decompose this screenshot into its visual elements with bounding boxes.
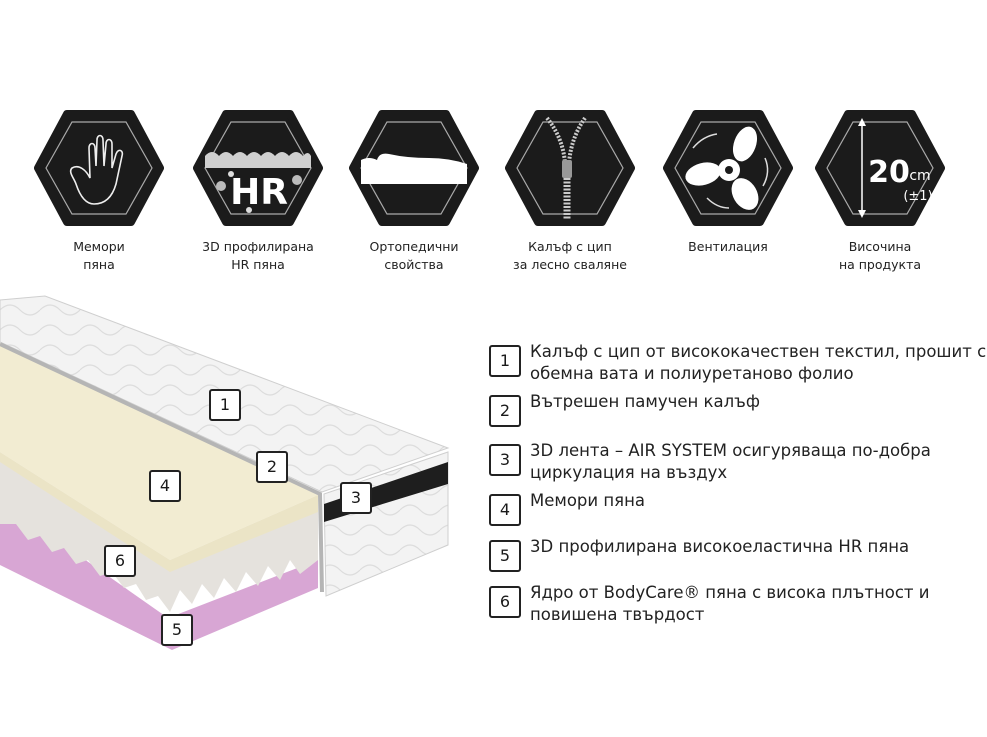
height-value: 20 <box>868 155 910 190</box>
diagram-marker-6: 6 <box>104 545 136 577</box>
legend-text-line: Мемори пяна <box>530 491 645 510</box>
hr-foam-layer <box>0 500 318 650</box>
feature-hr-foam: HR 3D профилирана HR пяна <box>183 108 333 274</box>
zipper-icon <box>505 110 635 226</box>
legend-text-line: Ядро от BodyCare® пяна с висока плътност… <box>530 583 930 602</box>
diagram-marker-5: 5 <box>161 614 193 646</box>
diagram-marker-3: 3 <box>340 482 372 514</box>
feature-label-line: на продукта <box>838 257 922 272</box>
memory-foam-top <box>0 343 318 560</box>
height-icon: 20 cm (±1) <box>815 110 945 226</box>
feature-label-line: 3D профилирана <box>202 239 314 254</box>
memory-foam-side <box>0 452 318 572</box>
legend-text-line: Вътрешен памучен калъф <box>530 392 760 411</box>
legend-text-line: 3D лента – AIR SYSTEM осигуряваща по-доб… <box>530 441 931 460</box>
height-tolerance: (±1) <box>903 189 932 204</box>
legend-number: 4 <box>489 494 521 526</box>
hr-foam-icon: HR <box>193 110 323 226</box>
body-on-mattress-icon <box>349 110 479 226</box>
hand-icon <box>34 110 164 226</box>
feature-label-line: пяна <box>83 257 115 272</box>
feature-ventilation: Вентилация <box>653 108 803 256</box>
legend-number: 6 <box>489 586 521 618</box>
legend-text-line: повишена твърдост <box>530 605 705 624</box>
height-unit: cm <box>909 168 930 184</box>
mattress-illustration <box>0 295 450 650</box>
feature-label-line: Вентилация <box>688 239 768 254</box>
legend-text-line: обемна вата и полиуретаново фолио <box>530 364 854 383</box>
core-foam-layer <box>0 455 318 612</box>
feature-label-line: Мемори <box>73 239 125 254</box>
legend-text-line: Калъф с цип от висококачествен текстил, … <box>530 342 987 361</box>
feature-label-line: HR пяна <box>231 257 285 272</box>
legend-number: 1 <box>489 345 521 377</box>
inner-cover-edge <box>0 342 324 593</box>
legend-number: 2 <box>489 395 521 427</box>
feature-memory-foam: Мемори пяна <box>24 108 174 274</box>
feature-label-line: за лесно сваляне <box>513 257 627 272</box>
feature-label-line: Ортопедични <box>369 239 459 254</box>
diagram-marker-2: 2 <box>256 451 288 483</box>
legend-number: 3 <box>489 444 521 476</box>
feature-zipper-cover: Калъф с цип за лесно сваляне <box>495 108 645 274</box>
diagram-marker-1: 1 <box>209 389 241 421</box>
hr-text: HR <box>230 172 288 213</box>
diagram-marker-4: 4 <box>149 470 181 502</box>
legend-number: 5 <box>489 540 521 572</box>
feature-height: 20 cm (±1) Височина на продукта <box>805 108 955 274</box>
feature-label-line: свойства <box>384 257 444 272</box>
legend-text-line: циркулация на въздух <box>530 463 728 482</box>
fan-icon <box>663 110 793 226</box>
legend-text-line: 3D профилирана високоеластична HR пяна <box>530 537 910 556</box>
feature-label-line: Височина <box>848 239 912 254</box>
feature-label-line: Калъф с цип <box>528 239 612 254</box>
feature-orthopedic: Ортопедични свойства <box>339 108 489 274</box>
